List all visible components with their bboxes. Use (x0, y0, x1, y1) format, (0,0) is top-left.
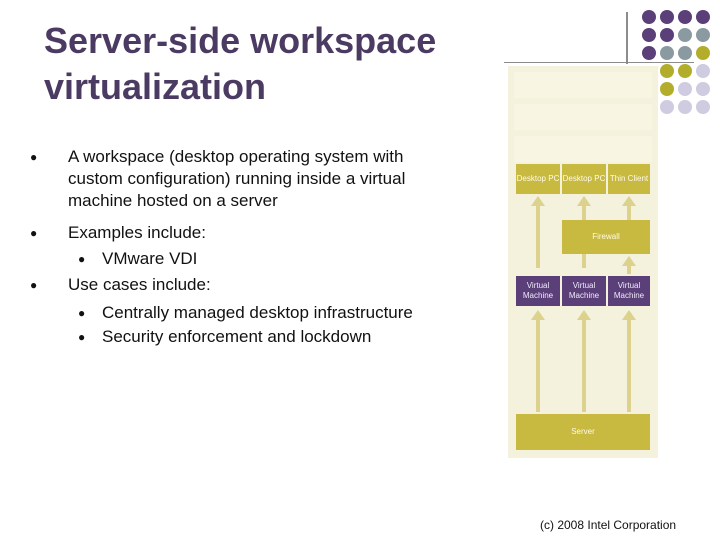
decorative-dot (696, 82, 710, 96)
sub-bullet-marker: ● (78, 252, 86, 266)
decorative-dot (678, 64, 692, 78)
decorative-dot (678, 82, 692, 96)
bullet-3-sub-1-text: Centrally managed desktop infrastructure (102, 303, 413, 322)
virtual-machine-box-1: Virtual Machine (516, 276, 560, 306)
copyright-footer: (c) 2008 Intel Corporation (540, 518, 677, 532)
decorative-dot (642, 10, 656, 24)
decorative-dot (696, 64, 710, 78)
decorative-dot (678, 100, 692, 114)
decorative-dot (660, 10, 674, 24)
decorative-dot (678, 28, 692, 42)
virtual-machine-box-3: Virtual Machine (608, 276, 650, 306)
decorative-dot (696, 10, 710, 24)
arrow-up-4 (622, 256, 636, 274)
decorative-horizontal-rule (504, 62, 694, 63)
decorative-dot (660, 46, 674, 60)
decorative-dot (660, 82, 674, 96)
diagram-band (514, 136, 652, 162)
decorative-vertical-rule (626, 12, 628, 64)
slide-title: Server-side workspace virtualization (44, 18, 564, 110)
virtual-machine-box-2: Virtual Machine (562, 276, 606, 306)
decorative-dot (660, 100, 674, 114)
bullet-marker: ● (30, 150, 38, 164)
decorative-dot (660, 28, 674, 42)
bullet-1-line-2: custom configuration) running inside a v… (68, 169, 406, 188)
decorative-dot (642, 46, 656, 60)
bullet-3-text: Use cases include: (68, 275, 211, 294)
title-line-2: virtualization (44, 66, 267, 107)
arrow-up-3 (622, 196, 636, 220)
arrow-up-5 (531, 310, 545, 412)
arrow-up-1 (531, 196, 545, 268)
arrow-up-6 (577, 310, 591, 412)
bullet-3-sub-2-text: Security enforcement and lockdown (102, 327, 372, 346)
decorative-dot (696, 100, 710, 114)
arrow-up-7 (622, 310, 636, 412)
firewall-box: Firewall (562, 220, 650, 254)
bullet-marker: ● (30, 226, 38, 240)
bullet-2-text: Examples include: (68, 223, 206, 242)
bullet-1-line-1: A workspace (desktop operating system wi… (68, 147, 404, 166)
desktop-pc-box-1: Desktop PC (516, 164, 560, 194)
decorative-dot (696, 28, 710, 42)
bullet-1-line-3: machine hosted on a server (68, 191, 278, 210)
thin-client-box: Thin Client (608, 164, 650, 194)
decorative-dot (642, 28, 656, 42)
diagram-band (514, 104, 652, 130)
bullet-2-sub-1-text: VMware VDI (102, 249, 198, 268)
diagram-band (514, 72, 652, 98)
desktop-pc-box-2: Desktop PC (562, 164, 606, 194)
server-box: Server (516, 414, 650, 450)
title-line-1: Server-side workspace (44, 20, 437, 61)
decorative-dot (678, 10, 692, 24)
decorative-dot (660, 64, 674, 78)
sub-bullet-marker: ● (78, 306, 86, 320)
decorative-dot (696, 46, 710, 60)
decorative-dot (678, 46, 692, 60)
architecture-diagram: Desktop PC Desktop PC Thin Client Firewa… (508, 66, 658, 458)
bullet-marker: ● (30, 278, 38, 292)
sub-bullet-marker: ● (78, 330, 86, 344)
